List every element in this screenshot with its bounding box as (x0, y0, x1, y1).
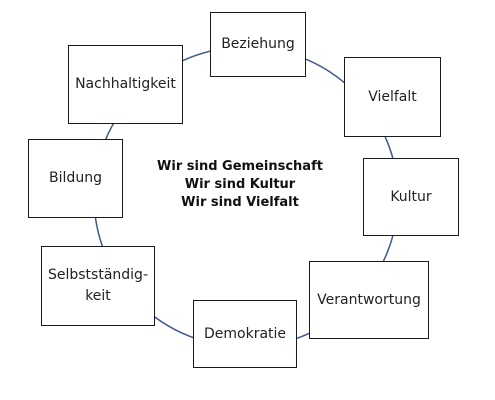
node-selbststaendigkeit: Selbstständig- keit (41, 246, 155, 326)
node-label: Bildung (49, 170, 102, 186)
center-line-3: Wir sind Vielfalt (181, 195, 299, 210)
node-demokratie: Demokratie (193, 300, 297, 368)
node-label: Nachhaltigkeit (75, 76, 176, 92)
node-bildung: Bildung (28, 139, 123, 218)
node-nachhaltigkeit: Nachhaltigkeit (68, 45, 183, 124)
node-label: Vielfalt (368, 88, 417, 105)
node-label: Demokratie (203, 325, 287, 342)
center-line-2: Wir sind Kultur (184, 177, 296, 192)
node-label: Verantwortung (317, 291, 421, 308)
center-statement: Wir sind Gemeinschaft Wir sind Kultur Wi… (150, 158, 330, 212)
node-kultur: Kultur (363, 158, 459, 236)
node-label: Beziehung (221, 36, 295, 52)
node-beziehung: Beziehung (210, 12, 306, 77)
node-label: Selbstständig- keit (47, 267, 148, 304)
node-verantwortung: Verantwortung (309, 261, 429, 339)
node-vielfalt: Vielfalt (344, 57, 441, 137)
node-label: Kultur (390, 188, 432, 205)
center-line-1: Wir sind Gemeinschaft (157, 159, 323, 174)
